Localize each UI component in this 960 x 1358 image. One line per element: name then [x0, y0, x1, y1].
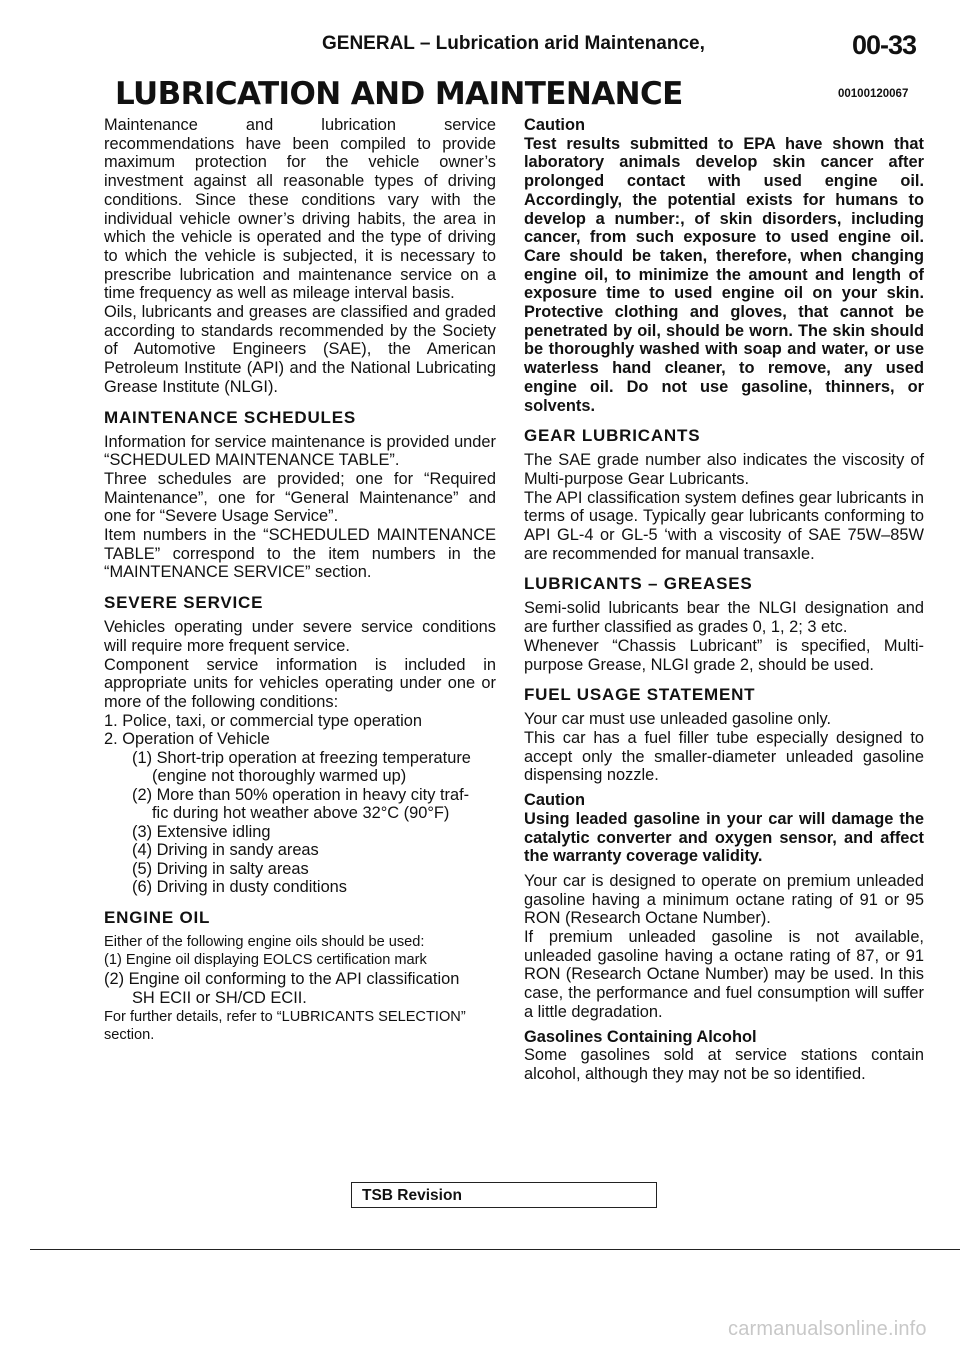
- caution-2-label: Caution: [524, 791, 586, 810]
- list-item: 1. Police, taxi, or commercial type oper…: [104, 711, 422, 730]
- heading-fuel-usage: FUEL USAGE STATEMENT: [524, 685, 756, 705]
- page-number: 00-33: [852, 30, 917, 60]
- page-header: GENERAL – Lubrication arid Maintenance, …: [0, 30, 960, 64]
- engine-oil-line-5: For further details, refer to “LUBRICANT…: [104, 1008, 466, 1044]
- bottom-rule: [30, 1249, 960, 1250]
- gear-paragraph-1: The SAE grade number also indicates the …: [524, 451, 924, 488]
- oils-paragraph: Oils, lubricants and greases are classif…: [104, 303, 496, 396]
- gear-paragraph-2: The API classification system defines ge…: [524, 488, 924, 563]
- tsb-revision-box: TSB Revision: [351, 1182, 657, 1208]
- header-title: GENERAL – Lubrication arid Maintenance,: [322, 33, 705, 54]
- schedules-paragraph-1: Information for service maintenance is p…: [104, 432, 496, 470]
- conditions-list: 1. Police, taxi, or commercial type oper…: [104, 712, 496, 897]
- left-column: Maintenance and lubrication service reco…: [104, 116, 496, 1045]
- list-item: (1) Short-trip operation at freezing tem…: [132, 748, 471, 767]
- severe-paragraph-2: Component service information is include…: [104, 655, 496, 711]
- heading-gear-lubricants: GEAR LUBRICANTS: [524, 426, 701, 446]
- engine-oil-line-2: (1) Engine oil displaying EOLCS certific…: [104, 952, 427, 969]
- grease-paragraph-1: Semi-solid lubricants bear the NLGI desi…: [524, 599, 924, 637]
- alcohol-heading: Gasolines Containing Alcohol: [524, 1027, 757, 1046]
- list-item: (5) Driving in salty areas: [132, 859, 309, 878]
- engine-oil-line-4: SH ECII or SH/CD ECII.: [132, 988, 307, 1007]
- list-item: (4) Driving in sandy areas: [132, 841, 319, 860]
- list-item: (6) Driving in dusty conditions: [132, 878, 347, 897]
- alcohol-paragraph: Some gasolines sold at service stations …: [524, 1046, 924, 1083]
- heading-severe-service: SEVERE SERVICE: [104, 593, 264, 613]
- list-item: fic during hot weather above 32°C (90°F): [152, 804, 450, 823]
- list-item: (3) Extensive idling: [132, 822, 271, 841]
- severe-paragraph-1: Vehicles operating under severe service …: [104, 618, 496, 655]
- heading-lubricants-greases: LUBRICANTS – GREASES: [524, 574, 753, 594]
- fuel-paragraph-1: Your car must use unleaded gasoline only…: [524, 710, 832, 729]
- grease-paragraph-2: Whenever “Chassis Lubricant” is specifie…: [524, 636, 924, 674]
- heading-engine-oil: ENGINE OIL: [104, 907, 211, 927]
- list-item: 2. Operation of Vehicle: [104, 730, 270, 749]
- engine-oil-line-1: Either of the following engine oils shou…: [104, 933, 425, 950]
- main-title: LUBRICATION AND MAINTENANCE: [115, 76, 683, 112]
- list-item: (engine not thoroughly warmed up): [152, 767, 407, 786]
- tsb-revision-label: TSB Revision: [362, 1187, 462, 1204]
- fuel-paragraph-4: If premium unleaded gasoline is not avai…: [524, 928, 924, 1021]
- caution-label: Caution: [524, 116, 586, 134]
- document-id: 00100120067: [838, 88, 909, 100]
- fuel-paragraph-3: Your car is designed to operate on premi…: [524, 871, 924, 928]
- caution-text: Test results submitted to EPA have shown…: [524, 134, 924, 415]
- watermark: carmanualsonline.info: [728, 1318, 927, 1340]
- list-item: (2) More than 50% operation in heavy cit…: [132, 785, 470, 804]
- schedules-paragraph-3: Item numbers in the “SCHEDULED MAINTENAN…: [104, 526, 496, 582]
- heading-maintenance-schedules: MAINTENANCE SCHEDULES: [104, 407, 356, 427]
- caution-2-text: Using leaded gasoline in your car will d…: [524, 809, 924, 866]
- engine-oil-line-3: (2) Engine oil conforming to the API cla…: [104, 970, 460, 989]
- intro-paragraph: Maintenance and lubrication service reco…: [104, 116, 496, 303]
- right-column: Caution Test results submitted to EPA ha…: [524, 116, 924, 1084]
- fuel-paragraph-2: This car has a fuel filler tube especial…: [524, 728, 924, 785]
- schedules-paragraph-2: Three schedules are provided; one for “R…: [104, 469, 496, 526]
